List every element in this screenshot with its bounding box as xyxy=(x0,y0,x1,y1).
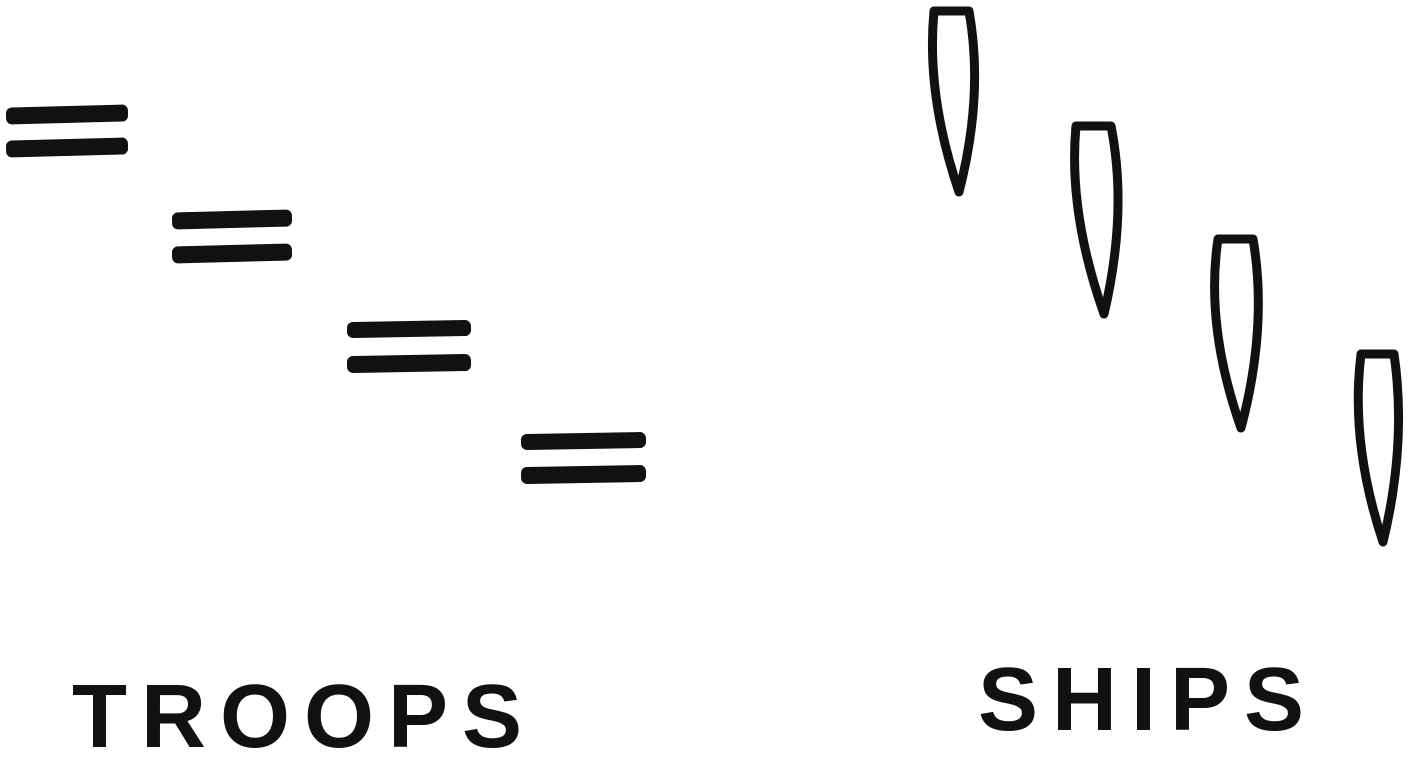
ship-icon xyxy=(1353,349,1404,547)
troop-bar-top xyxy=(171,209,293,230)
troop-bar-top xyxy=(346,320,472,338)
troop-bar-bottom xyxy=(5,137,129,158)
troop-bar-bottom xyxy=(171,243,293,264)
troop-symbol-icon xyxy=(520,432,647,484)
troop-bar-top xyxy=(520,432,647,450)
troop-bar-bottom xyxy=(346,354,472,373)
troop-symbol-icon xyxy=(171,209,293,264)
ships-group xyxy=(927,6,1404,547)
troops-group xyxy=(5,104,647,484)
ship-icon xyxy=(1070,121,1123,319)
troop-symbol-icon xyxy=(5,104,129,158)
ship-icon xyxy=(1210,234,1263,433)
ships-label: SHIPS xyxy=(978,650,1319,750)
troop-bar-top xyxy=(5,104,129,125)
troops-label: TROOPS xyxy=(72,667,537,767)
troop-bar-bottom xyxy=(520,465,647,484)
ship-icon xyxy=(927,6,980,197)
troop-symbol-icon xyxy=(346,320,472,373)
